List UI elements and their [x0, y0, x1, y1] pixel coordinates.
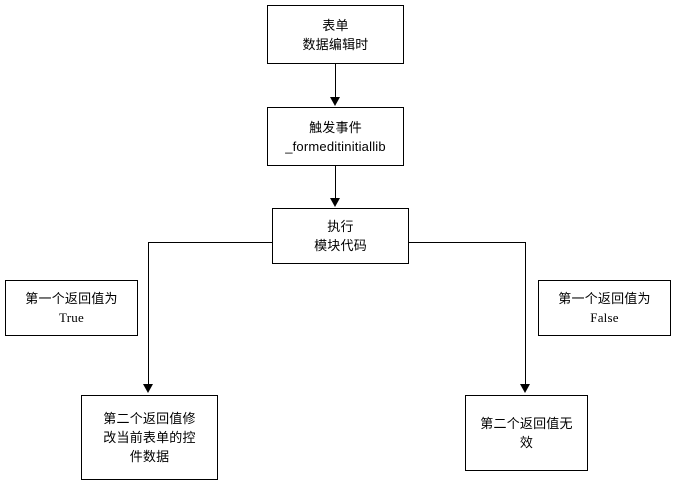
node-second-return-no-effect-line1: 第二个返回值无 — [480, 416, 573, 431]
node-form-edit-line2: 数据编辑时 — [302, 36, 369, 52]
arrowhead-down-icon — [330, 198, 340, 207]
node-exec-module-line1: 执行 — [327, 219, 354, 234]
node-modify-control-data-line3: 件数据 — [129, 449, 170, 464]
node-exec-module-line2: 模块代码 — [314, 238, 367, 253]
node-exec-module[interactable]: 执行 模块代码 — [272, 208, 409, 264]
node-second-return-no-effect-line2: 效 — [519, 435, 534, 450]
arrowhead-down-icon — [520, 384, 530, 393]
connector-trigger-event-to-exec-module — [335, 166, 336, 199]
note-first-return-true-line1: 第一个返回值为 — [25, 291, 118, 306]
connector-exec-module-right-vertical — [525, 242, 526, 385]
note-first-return-true-line2: True — [59, 310, 84, 325]
node-trigger-event[interactable]: 触发事件 _formeditinitiallib — [267, 107, 404, 166]
node-form-edit[interactable]: 表单 数据编辑时 — [267, 5, 404, 64]
note-first-return-false-line2: False — [590, 310, 619, 325]
note-first-return-false-line1: 第一个返回值为 — [558, 291, 651, 306]
node-modify-control-data[interactable]: 第二个返回值修 改当前表单的控 件数据 — [81, 395, 218, 480]
arrowhead-down-icon — [143, 384, 153, 393]
note-first-return-true[interactable]: 第一个返回值为 True — [5, 280, 138, 336]
node-modify-control-data-line1: 第二个返回值修 — [103, 411, 196, 426]
connector-exec-module-left-horizontal — [148, 242, 272, 243]
connector-form-edit-to-trigger-event — [335, 64, 336, 98]
note-first-return-false[interactable]: 第一个返回值为 False — [538, 280, 671, 336]
node-form-edit-line1: 表单 — [322, 17, 349, 33]
connector-exec-module-right-horizontal — [409, 242, 526, 243]
node-second-return-no-effect[interactable]: 第二个返回值无 效 — [465, 395, 588, 471]
arrowhead-down-icon — [330, 97, 340, 106]
node-modify-control-data-line2: 改当前表单的控 — [103, 430, 196, 445]
node-trigger-event-line1: 触发事件 — [309, 119, 362, 135]
node-trigger-event-line2: _formeditinitiallib — [285, 138, 386, 154]
connector-exec-module-left-vertical — [148, 242, 149, 385]
